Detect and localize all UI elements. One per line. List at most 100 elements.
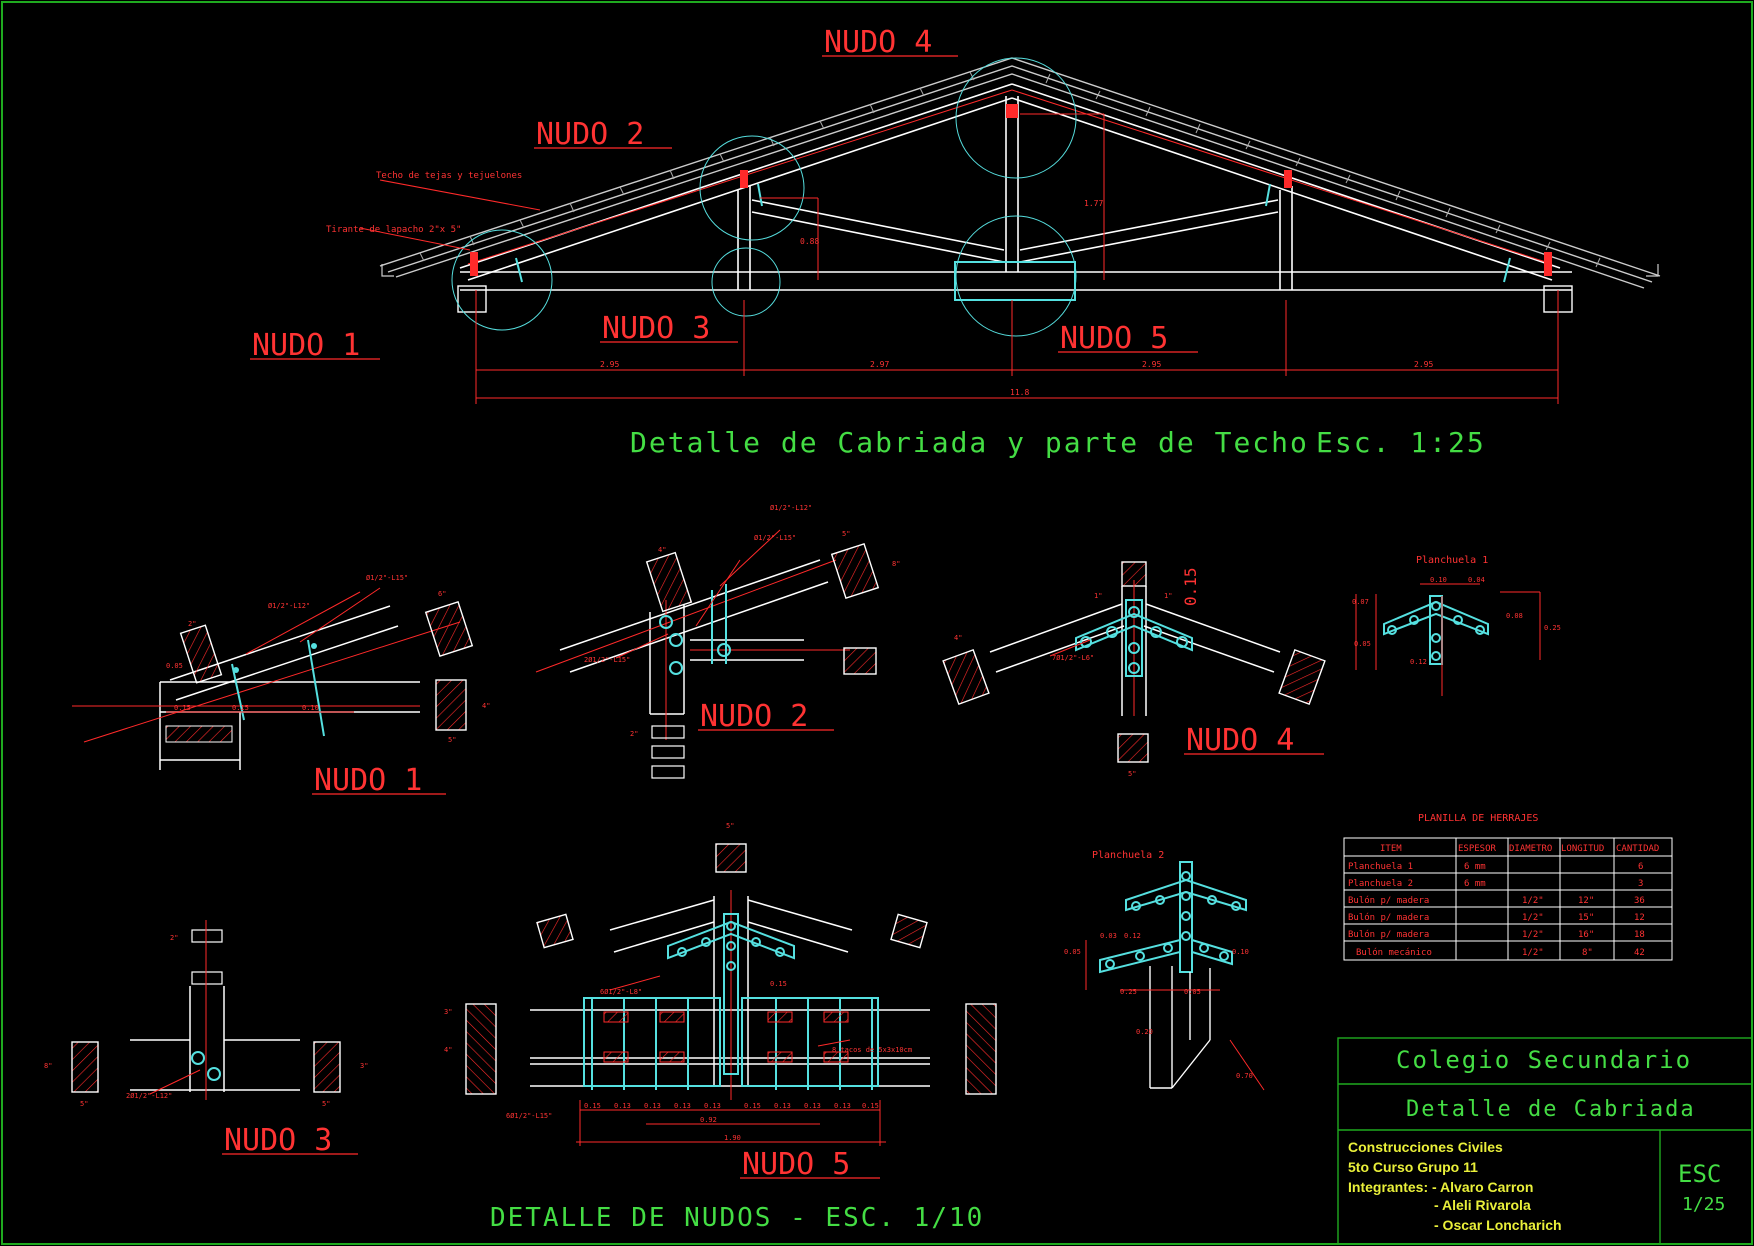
truss-node-1-label: NUDO 1 (252, 328, 360, 363)
truss-dim-seg1: 2.95 (600, 360, 619, 369)
n1-rafter-section (179, 624, 223, 684)
n4-left-section (942, 649, 990, 705)
hw-row-3-item: Bulón p/ madera (1348, 895, 1429, 906)
n3-title: NUDO 3 (224, 1123, 332, 1158)
n5-bolt-a: 6Ø1/2"-L8" (600, 988, 642, 996)
n5-dim-7: 0.13 (774, 1102, 791, 1110)
plate2-d3: 0.05 (1064, 948, 1081, 956)
plate1-d7: 0.12 (1410, 658, 1427, 666)
hw-row-5-item: Bulón p/ madera (1348, 929, 1429, 940)
n4-dim-1: 0.15 (1181, 567, 1200, 606)
n3-right-section (313, 1041, 341, 1093)
detail-nudo-4: 7Ø1/2"-L6" 0.15 1" 1" 4" 5" NUDO 4 (942, 561, 1326, 778)
truss-dim-seg4: 2.95 (1414, 360, 1433, 369)
truss-dim-lines (359, 113, 1559, 404)
plate1-d3: 0.07 (1352, 598, 1369, 606)
n1-size-4: 4" (482, 702, 490, 710)
n2-bolt-b: Ø1/2"-L15" (754, 534, 796, 542)
plate1-title: Planchuela 1 (1416, 555, 1488, 566)
hw-row-4-cantidad: 12 (1634, 913, 1645, 923)
n2-size-4: 4" (658, 546, 666, 554)
n4-size-4: 4" (954, 634, 962, 642)
roof-note: Techo de tejas y tejuelones (376, 171, 522, 181)
n3-size-5a: 5" (80, 1100, 88, 1108)
n1-size-6: 6" (438, 590, 446, 598)
tb-members: Integrantes: - Alvaro Carron (1348, 1179, 1533, 1195)
n2-section-a (830, 542, 880, 600)
n5-dim-v: 0.15 (770, 980, 787, 988)
hw-header-espesor: ESPESOR (1458, 844, 1497, 854)
plate1-d2: 0.04 (1468, 576, 1485, 584)
tie-note: Tirante de lapacho 2"x 5" (326, 225, 461, 235)
n5-dim-3: 0.13 (644, 1102, 661, 1110)
node-circle-3 (711, 247, 781, 317)
truss-dim-total: 11.8 (1010, 388, 1029, 397)
plate1-d4: 0.05 (1354, 640, 1371, 648)
hw-row-6-diametro: 1/2" (1522, 948, 1544, 958)
node-circle-4 (955, 57, 1077, 179)
n4-title: NUDO 4 (1186, 723, 1294, 758)
tb-drawing: Detalle de Cabriada (1406, 1097, 1696, 1122)
gutters (381, 264, 1659, 277)
tb-member-3: - Oscar Loncharich (1434, 1217, 1562, 1233)
hw-row-3-longitud: 12" (1578, 896, 1594, 906)
tile-ticks (419, 71, 1601, 268)
n3-bolt: 2Ø1/2"-L12" (126, 1092, 172, 1100)
n1-dim-3: 0.10 (302, 704, 319, 712)
n5-dim-2: 0.13 (614, 1102, 631, 1110)
plate1-d6: 0.08 (1506, 612, 1523, 620)
tb-school: Colegio Secundario (1396, 1046, 1692, 1074)
n4-right-section (1278, 649, 1326, 705)
n4-size-5: 5" (1128, 770, 1136, 778)
n4-bottom-section (1117, 733, 1149, 763)
node-circle-5 (955, 215, 1077, 337)
n1-dim-4: 0.05 (166, 662, 183, 670)
hw-row-2-espesor: 6 mm (1464, 879, 1486, 889)
n5-size-4: 4" (444, 1046, 452, 1054)
hw-row-2-item: Planchuela 2 (1348, 879, 1413, 889)
n1-section-a (424, 600, 474, 658)
n5-size-3: 3" (444, 1008, 452, 1016)
n2-bolt-c: 2Ø1/2"-L15" (584, 656, 630, 664)
hw-row-6-cantidad: 42 (1634, 948, 1645, 958)
truss-dim-seg3: 2.95 (1142, 360, 1161, 369)
tb-esc-value: 1/25 (1682, 1194, 1725, 1215)
web-members (737, 96, 1293, 290)
node-circles (451, 57, 1077, 337)
n2-title: NUDO 2 (700, 699, 808, 734)
tb-course-2: 5to Curso Grupo 11 (1348, 1159, 1478, 1175)
hw-row-1-item: Planchuela 1 (1348, 862, 1413, 872)
node-circle-2 (699, 135, 805, 241)
n5-dim-4: 0.13 (674, 1102, 691, 1110)
plate2-d5: 0.25 (1120, 988, 1137, 996)
n2-bolt-a: Ø1/2"-L12" (770, 504, 812, 512)
n2-size-8: 8" (892, 560, 900, 568)
n4-size-1b: 1" (1164, 592, 1172, 600)
hw-row-4-item: Bulón p/ madera (1348, 912, 1429, 923)
node-circle-1 (451, 229, 553, 331)
title-block: Colegio Secundario Detalle de Cabriada C… (1337, 1037, 1753, 1245)
detail-nudo-5: 0.15 0.13 0.13 0.13 0.13 0.15 0.13 0.13 … (444, 822, 997, 1182)
n1-dim-2: 0.15 (232, 704, 249, 712)
detail-nudo-3: 2Ø1/2"-L12" 2" 5" 5" 8" 3" NUDO 3 (44, 920, 368, 1158)
n1-size-5: 5" (448, 736, 456, 744)
n5-dim-10: 0.15 (862, 1102, 879, 1110)
truss-bolts (515, 111, 1511, 301)
plate2-d1: 0.03 (1100, 932, 1117, 940)
hw-header-item: ITEM (1380, 844, 1402, 854)
n2-rafter-section (645, 551, 693, 613)
n1-section-b (435, 679, 467, 731)
hw-row-3-cantidad: 36 (1634, 896, 1645, 906)
n5-dim-9: 0.13 (834, 1102, 851, 1110)
truss-dim-h2: 1.77 (1084, 199, 1103, 208)
bottom-chord (460, 271, 1572, 291)
n5-top-section (715, 843, 747, 873)
n1-bolt-a: Ø1/2"-L12" (268, 602, 310, 610)
truss-node-5-label: NUDO 5 (1060, 321, 1168, 356)
plate2-d2: 0.12 (1124, 932, 1141, 940)
truss-elevation: NUDO 4 NUDO 2 NUDO 1 NUDO 3 NUDO 5 Techo… (250, 25, 1661, 459)
truss-caption: Detalle de Cabriada y parte de Techo (630, 426, 1309, 459)
hw-row-5-diametro: 1/2" (1522, 930, 1544, 940)
plate2-title: Planchuela 2 (1092, 850, 1164, 861)
